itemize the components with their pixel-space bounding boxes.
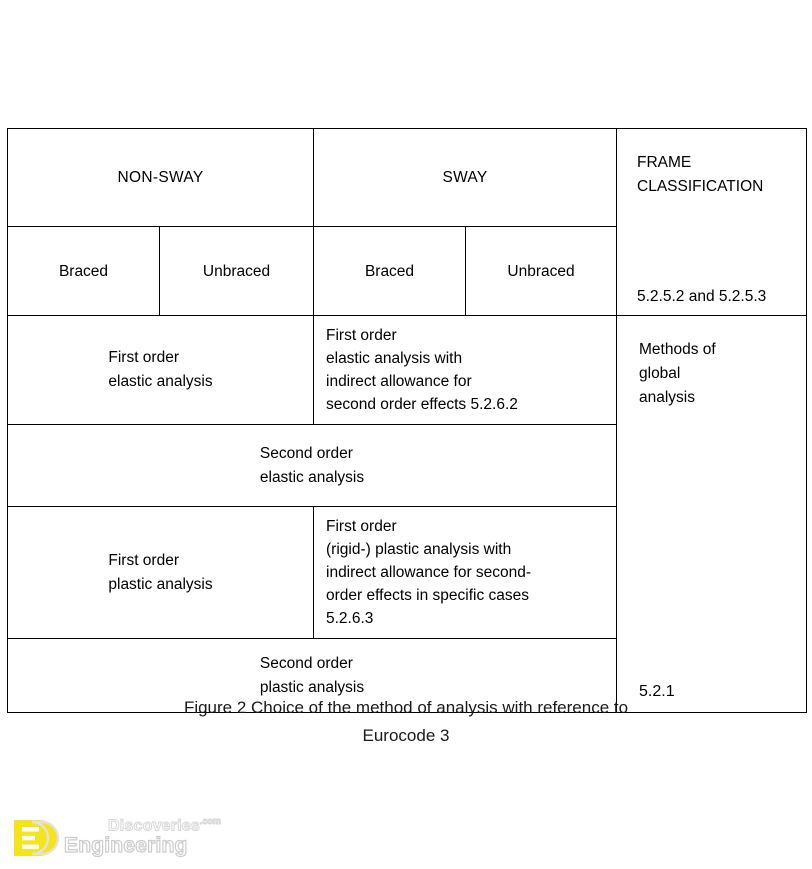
- watermark-text: Discoveries.com Engineering: [56, 814, 241, 862]
- sway-first-order-elastic-line1: First order: [326, 327, 397, 344]
- header-cell-sway-braced: Braced: [313, 226, 466, 316]
- methods-global-analysis-content: Methods of global analysis 5.2.1: [617, 316, 806, 712]
- methods-global-analysis-title: Methods of global analysis: [639, 338, 794, 410]
- frame-classification-title-line2: CLASSIFICATION: [637, 178, 764, 195]
- table-header-row-groups: NON-SWAY SWAY FRAME CLASSIFICATION 5.2.5…: [7, 128, 807, 316]
- sway-first-order-plastic-line3: indirect allowance for second-: [326, 564, 532, 581]
- sway-first-order-plastic-line5: 5.2.6.3: [326, 610, 374, 627]
- header-cell-non-sway: NON-SWAY: [7, 128, 314, 227]
- second-order-elastic-text: Second order elastic analysis: [8, 425, 616, 506]
- table-row-second-order-elastic: Second order elastic analysis: [7, 424, 807, 507]
- methods-global-analysis-line1: Methods of: [639, 341, 716, 358]
- methods-global-analysis-reference: 5.2.1: [639, 683, 675, 700]
- watermark-brand-bottom: Engineering: [63, 833, 188, 857]
- second-order-plastic-line2: plastic analysis: [259, 678, 365, 696]
- figure-caption-line1: Figure 2 Choice of the method of analysi…: [183, 698, 629, 717]
- cell-sway-first-order-elastic: First order elastic analysis with indire…: [313, 315, 617, 425]
- header-cell-sway: SWAY: [313, 128, 617, 227]
- cell-nonsway-first-order-plastic: First order plastic analysis: [7, 506, 314, 639]
- second-order-plastic-line1: Second order: [259, 654, 353, 672]
- figure-caption: Figure 2 Choice of the method of analysi…: [0, 694, 812, 750]
- watermark-brand-tld: .com: [200, 816, 222, 827]
- sway-first-order-plastic-line2: (rigid-) plastic analysis with: [326, 541, 512, 558]
- header-label-non-sway-unbraced: Unbraced: [202, 262, 271, 280]
- sway-first-order-elastic-text: First order elastic analysis with indire…: [314, 316, 616, 424]
- header-cell-frame-classification: FRAME CLASSIFICATION 5.2.5.2 and 5.2.5.3: [616, 128, 807, 316]
- sway-first-order-plastic-line4: order effects in specific cases: [326, 587, 530, 604]
- sway-first-order-elastic-line2: elastic analysis with: [326, 350, 463, 367]
- second-order-elastic-line2: elastic analysis: [259, 468, 365, 486]
- table-row-first-order-elastic: First order elastic analysis First order…: [7, 315, 807, 713]
- nonsway-first-order-elastic-line2: elastic analysis: [108, 373, 213, 390]
- nonsway-first-order-plastic-line2: plastic analysis: [108, 575, 213, 593]
- header-label-sway-braced: Braced: [364, 262, 415, 280]
- table-row-second-order-plastic: Second order plastic analysis: [7, 638, 807, 713]
- methods-global-analysis-line2: global: [639, 365, 681, 382]
- header-cell-sway-unbraced: Unbraced: [465, 226, 617, 316]
- figure-table: NON-SWAY SWAY FRAME CLASSIFICATION 5.2.5…: [7, 128, 807, 713]
- header-label-sway-unbraced: Unbraced: [507, 262, 575, 280]
- engineering-discoveries-logo-icon: [14, 820, 60, 856]
- frame-classification-content: FRAME CLASSIFICATION 5.2.5.2 and 5.2.5.3: [617, 129, 806, 315]
- cell-sway-first-order-plastic: First order (rigid-) plastic analysis wi…: [313, 506, 617, 639]
- table-row-first-order-plastic: First order plastic analysis First order…: [7, 506, 807, 639]
- methods-global-analysis-line3: analysis: [639, 389, 695, 406]
- body-cell-methods-of-global-analysis: Methods of global analysis 5.2.1: [616, 315, 807, 713]
- nonsway-first-order-plastic-line1: First order: [108, 551, 179, 569]
- second-order-plastic-text: Second order plastic analysis: [8, 639, 616, 712]
- cell-nonsway-first-order-elastic: First order elastic analysis: [7, 315, 314, 425]
- figure-caption-line2: Eurocode 3: [362, 726, 450, 745]
- nonsway-first-order-elastic-line1: First order: [108, 349, 179, 366]
- watermark-brand-discoveries: Discoveries: [107, 817, 201, 835]
- table-header-row-subcolumns: Braced Unbraced Braced Unbraced: [7, 226, 807, 316]
- frame-classification-title-line1: FRAME: [637, 154, 692, 171]
- cell-second-order-elastic: Second order elastic analysis: [7, 424, 617, 507]
- header-cell-non-sway-unbraced: Unbraced: [159, 226, 314, 316]
- watermark-brand-top: Discoveries.com: [107, 816, 222, 835]
- second-order-elastic-line1: Second order: [259, 444, 353, 462]
- frame-classification-title: FRAME CLASSIFICATION: [637, 151, 794, 199]
- sway-first-order-plastic-line1: First order: [326, 518, 397, 535]
- watermark: Discoveries.com Engineering: [8, 812, 238, 864]
- header-label-non-sway-braced: Braced: [58, 262, 109, 280]
- sway-first-order-elastic-line4: second order effects 5.2.6.2: [326, 396, 518, 413]
- header-label-sway: SWAY: [442, 169, 488, 186]
- sway-first-order-elastic-line3: indirect allowance for: [326, 373, 472, 390]
- header-cell-non-sway-braced: Braced: [7, 226, 160, 316]
- nonsway-first-order-elastic-text: First order elastic analysis: [8, 316, 313, 424]
- frame-classification-reference: 5.2.5.2 and 5.2.5.3: [637, 288, 767, 305]
- sway-first-order-plastic-text: First order (rigid-) plastic analysis wi…: [314, 507, 616, 638]
- cell-second-order-plastic: Second order plastic analysis: [7, 638, 617, 713]
- header-label-non-sway: NON-SWAY: [117, 169, 204, 186]
- nonsway-first-order-plastic-text: First order plastic analysis: [8, 507, 313, 638]
